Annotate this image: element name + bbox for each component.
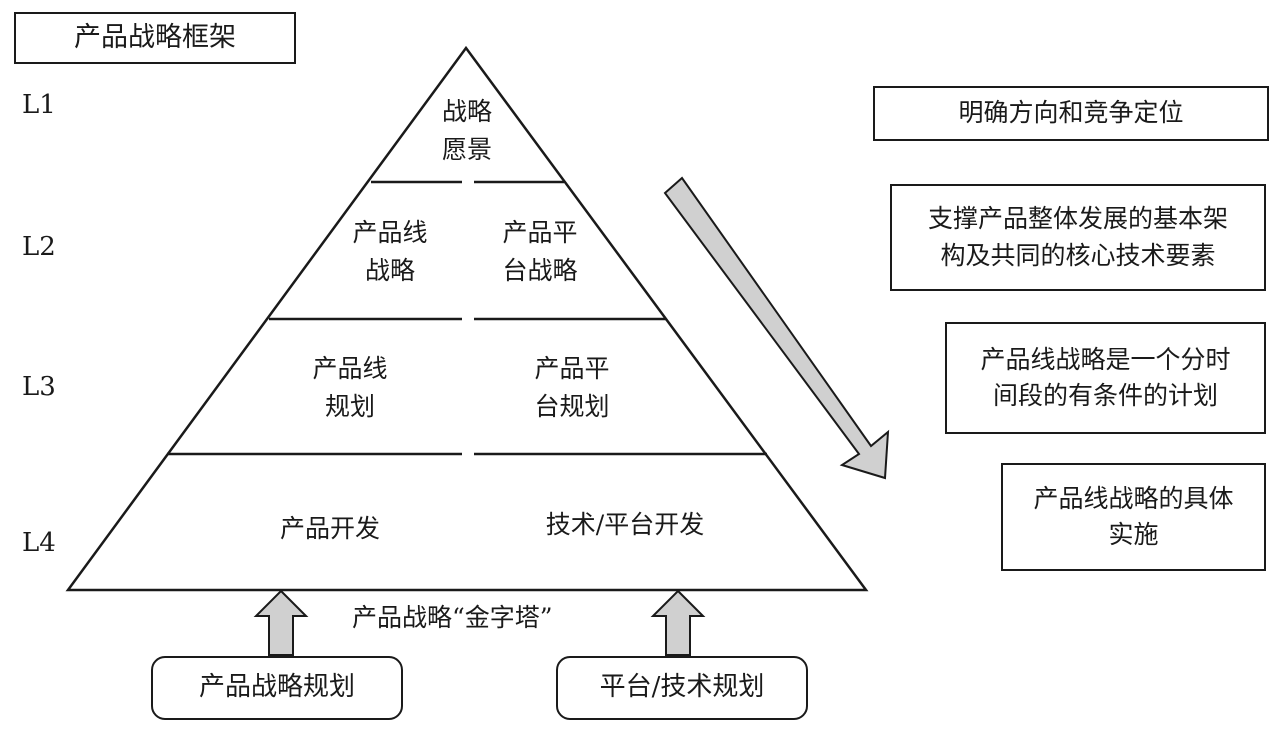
diagram-title: 产品战略框架 bbox=[14, 12, 296, 64]
pyramid-l4-left-text: 产品开发 bbox=[279, 514, 380, 543]
diagonal-arrow bbox=[663, 176, 890, 480]
note-l2: 支撑产品整体发展的基本架 构及共同的核心技术要素 bbox=[890, 184, 1266, 291]
note-l4: 产品线战略的具体 实施 bbox=[1001, 463, 1266, 571]
up-arrow-right bbox=[650, 589, 706, 656]
pyramid-l2-left-text: 产品线 战略 bbox=[352, 218, 428, 285]
note-l1: 明确方向和竞争定位 bbox=[873, 86, 1269, 141]
level-label-l1: L1 bbox=[22, 90, 56, 120]
pyramid-l3-right-text: 产品平 台规划 bbox=[534, 354, 610, 421]
note-l3: 产品线战略是一个分时 间段的有条件的计划 bbox=[945, 322, 1266, 434]
level-label-l2: L2 bbox=[22, 232, 56, 262]
pyramid-l2-right-text: 产品平 台战略 bbox=[502, 218, 578, 285]
pyramid-l4-right-text: 技术/平台开发 bbox=[545, 510, 705, 539]
pyramid-l3-left-text: 产品线 规划 bbox=[312, 354, 388, 421]
input-platform-tech-planning: 平台/技术规划 bbox=[556, 656, 808, 720]
up-arrow-left bbox=[253, 589, 309, 656]
level-label-l4: L4 bbox=[22, 528, 56, 558]
input-product-strategy-planning: 产品战略规划 bbox=[151, 656, 403, 720]
level-label-l3: L3 bbox=[22, 372, 56, 402]
pyramid-caption: 产品战略“金字塔” bbox=[352, 603, 553, 632]
pyramid-l1-text: 战略 愿景 bbox=[441, 97, 492, 164]
